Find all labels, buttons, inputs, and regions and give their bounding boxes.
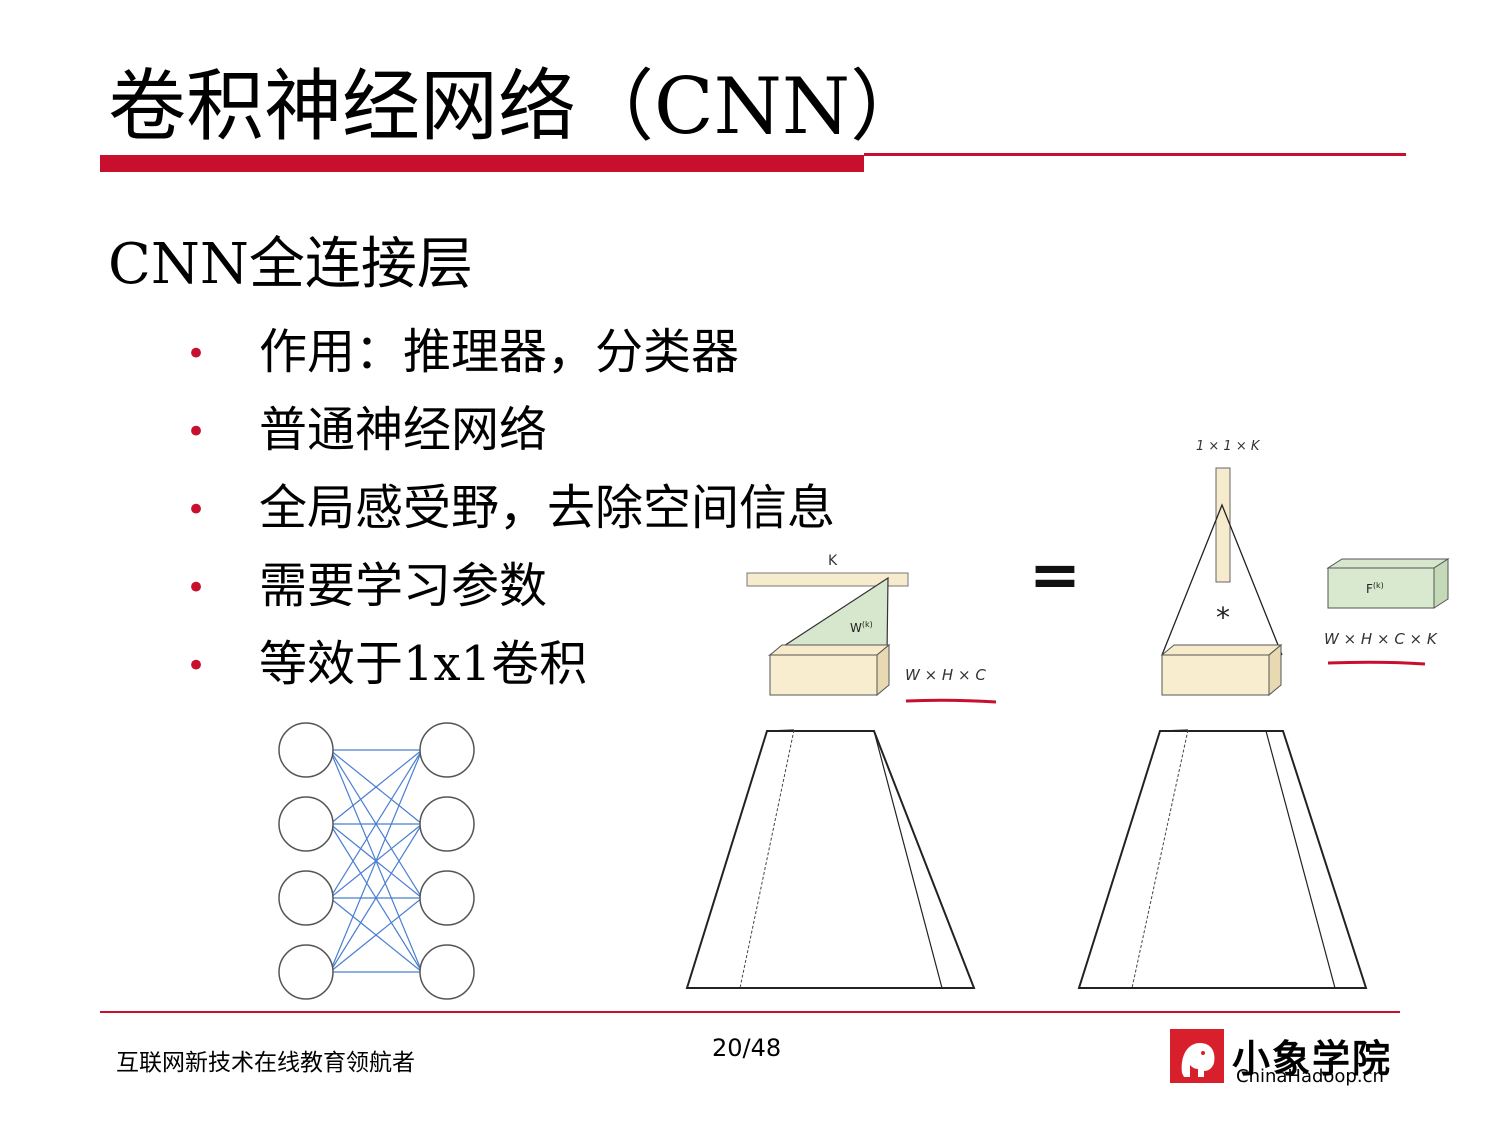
output-node — [419, 722, 475, 778]
weight-label: W(k) — [850, 620, 873, 635]
equals-symbol: = — [1029, 548, 1081, 598]
bullet-icon: • — [186, 490, 207, 530]
elephant-icon — [1181, 1043, 1215, 1077]
volume-label: W × H × C — [905, 666, 986, 684]
logo-text-cn: 小象学院 — [1232, 1037, 1393, 1081]
bullet-icon: • — [186, 334, 207, 374]
feature-label: F(k) — [1366, 581, 1384, 596]
input-node — [278, 944, 334, 1000]
network-edge — [329, 749, 423, 973]
bullet-text: 普通神经网络 — [259, 402, 548, 458]
network-edge — [329, 749, 423, 825]
kernel-projection — [1161, 503, 1283, 656]
pyramid-edge — [1159, 729, 1189, 732]
fc-layer-diagram: K W(k) W × H × C — [685, 553, 997, 989]
footer-slogan: 互联网新技术在线教育领航者 — [116, 1050, 415, 1076]
pyramid-hidden-edge — [1131, 729, 1189, 989]
kernel-label: 1 × 1 × K — [1196, 439, 1261, 454]
bullet-text: 等效于1x1卷积 — [259, 636, 588, 692]
page-number: 20/48 — [712, 1034, 782, 1062]
volume-label-underline — [905, 698, 997, 704]
title-underline-thin — [864, 153, 1406, 156]
elephant-logo-icon — [1170, 1029, 1224, 1083]
pyramid-inner-edge — [873, 730, 943, 989]
bullet-icon: • — [186, 646, 207, 686]
feature-map — [1327, 567, 1435, 609]
bullet-text: 作用：推理器，分类器 — [259, 324, 740, 380]
bullet-text: 需要学习参数 — [259, 558, 548, 614]
footer-divider — [100, 1011, 1400, 1013]
network-edge — [329, 749, 423, 899]
feature-side — [1433, 558, 1449, 609]
elephant-shape — [1181, 1043, 1215, 1077]
input-node — [278, 796, 334, 852]
pyramid-outline — [1077, 730, 1368, 989]
output-node — [419, 870, 475, 926]
output-label-underline — [1327, 660, 1426, 666]
input-node — [278, 722, 334, 778]
bullet-icon: • — [186, 568, 207, 608]
slide-title: 卷积神经网络（CNN） — [108, 62, 929, 152]
volume-top — [1160, 644, 1283, 656]
pyramid-edge — [766, 729, 795, 732]
output-volume-label: W × H × C × K — [1324, 630, 1438, 648]
volume-top — [768, 644, 891, 656]
conv-1x1-diagram: 1 × 1 × K * F(k) W × H × C × K — [1077, 439, 1450, 989]
input-node — [278, 870, 334, 926]
k-label: K — [828, 553, 838, 569]
pyramid-hidden-edge — [739, 729, 795, 989]
k-vector-bar — [746, 572, 909, 587]
input-volume — [1161, 654, 1270, 696]
network-edge — [329, 823, 423, 973]
section-heading: CNN全连接层 — [108, 232, 473, 297]
logo-text-en: ChinaHadoop.cn — [1236, 1066, 1384, 1087]
network-edge — [329, 897, 423, 973]
pyramid-inner-edge — [1265, 730, 1336, 989]
network-edges — [329, 749, 423, 973]
bullet-text: 全局感受野，去除空间信息 — [259, 480, 836, 536]
title-underline-thick — [100, 155, 864, 172]
bullet-icon: • — [186, 412, 207, 452]
output-node — [419, 796, 475, 852]
weight-wedge — [767, 576, 889, 656]
pyramid-outline — [685, 730, 976, 989]
fully-connected-network-diagram — [278, 722, 475, 1000]
equals-sign: = — [1029, 548, 1081, 598]
conv-symbol: * — [1216, 601, 1230, 634]
feature-top — [1326, 558, 1450, 569]
network-nodes — [278, 722, 475, 1000]
input-volume — [769, 654, 878, 696]
output-node — [419, 944, 475, 1000]
elephant-eye — [1201, 1051, 1205, 1055]
kernel-bar — [1215, 467, 1231, 583]
